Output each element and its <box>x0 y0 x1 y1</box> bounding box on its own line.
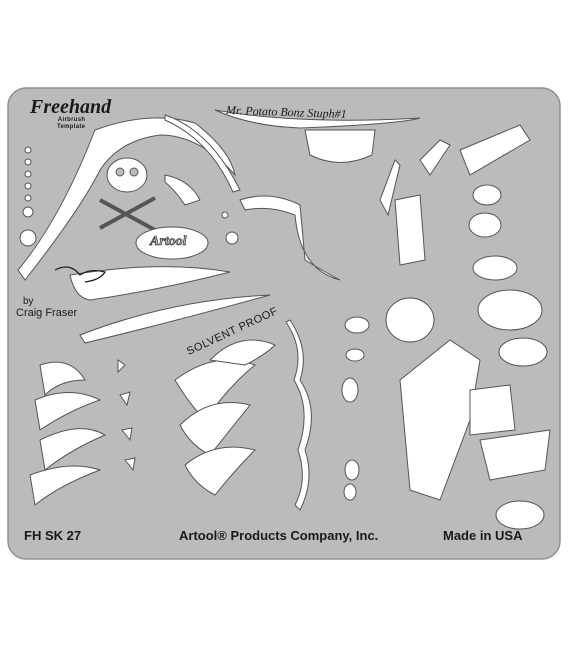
hat-lower-brim <box>79 294 271 344</box>
spine-rib-cutout <box>174 359 256 421</box>
brand-subtitle: Airbrush Template <box>57 117 85 131</box>
brand-subtitle-line-1: Airbrush <box>57 117 86 123</box>
dot <box>22 206 34 218</box>
ship-porthole <box>468 212 502 238</box>
skull-eye-right <box>129 167 139 177</box>
hat-left-cutout <box>17 117 236 281</box>
bone-cutout <box>498 337 548 367</box>
small-cutout <box>341 377 359 403</box>
dot <box>225 231 239 245</box>
rib-cutout <box>39 428 107 471</box>
spine-rib-cutout <box>208 339 276 366</box>
chip-cutout <box>117 359 126 374</box>
ship-part <box>459 124 531 176</box>
spine-rib-cutout <box>184 446 256 496</box>
author-name: Craig Fraser <box>16 307 78 319</box>
hat-brim-line <box>164 114 241 193</box>
ship-porthole <box>472 184 502 206</box>
skull-eye-left <box>115 167 125 177</box>
dot <box>24 182 32 190</box>
ship-panel-cutout <box>469 384 516 436</box>
brand-logo-text: Freehand <box>30 96 112 118</box>
rib-cutout <box>39 361 86 397</box>
rib-cutout <box>34 392 102 431</box>
chip-cutout <box>121 427 133 442</box>
top-shape-cutout <box>304 129 376 163</box>
skull-emblem-cutout <box>385 297 435 343</box>
crossbones <box>99 196 156 232</box>
sword-cutout <box>164 174 201 206</box>
bone-cutout <box>495 500 545 530</box>
dot <box>24 146 32 154</box>
cutouts <box>17 109 551 530</box>
by-label: by <box>23 296 34 307</box>
ship-stern-cutout <box>479 429 551 481</box>
ship-window <box>394 194 426 266</box>
skull-cutout <box>106 157 148 193</box>
bone-cutout <box>477 289 543 331</box>
dot <box>24 158 32 166</box>
hat-band-cutout <box>69 266 231 301</box>
dot <box>221 211 229 219</box>
rib-cutout <box>29 465 102 506</box>
wave-cutout <box>285 319 312 511</box>
chip-cutout <box>119 391 131 407</box>
company-name: Artool® Products Company, Inc. <box>179 528 379 543</box>
small-cutout <box>344 459 360 481</box>
artool-badge-label: Artool <box>150 234 187 250</box>
ship-part <box>379 159 401 217</box>
signature-scribble <box>54 266 106 283</box>
product-code: FH SK 27 <box>24 528 82 543</box>
small-cutout <box>344 316 370 334</box>
small-cutout <box>345 348 365 362</box>
artool-badge <box>135 226 209 260</box>
spine-rib-cutout <box>179 402 251 456</box>
hat-right-cutout <box>239 195 341 281</box>
made-in-label: Made in USA <box>443 528 523 543</box>
small-cutout <box>343 483 357 501</box>
banner-cutout <box>214 109 421 129</box>
dot <box>24 194 32 202</box>
chip-cutout <box>124 457 136 472</box>
brand-subtitle-line-2: Template <box>57 124 86 130</box>
dot <box>24 170 32 178</box>
ship-part <box>419 139 451 176</box>
compass-cutout <box>19 229 37 247</box>
bone-cutout <box>472 255 518 281</box>
